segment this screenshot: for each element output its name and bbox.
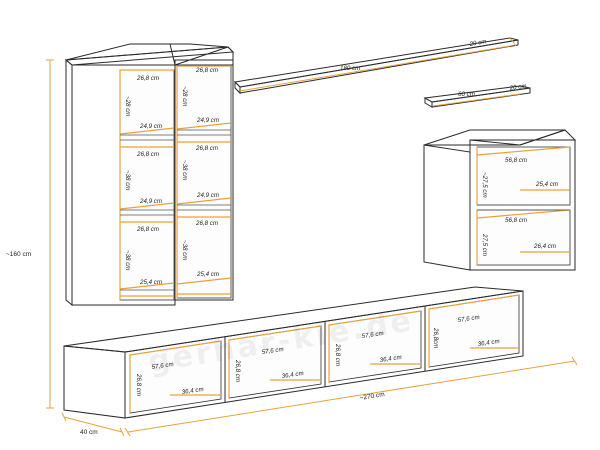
- low-depth-label: 36,4 cm: [181, 386, 204, 396]
- overall-width-label: ~270 cm: [359, 391, 385, 402]
- long-shelf-depth-label: 20 cm: [468, 38, 487, 48]
- tall-height-label: ~28 cm: [181, 86, 188, 106]
- wall-depth-label: 25,4 cm: [535, 181, 558, 188]
- low-width-label: 57,6 cm: [261, 346, 284, 356]
- depth-label: 40 cm: [80, 429, 98, 436]
- wall-depth-label: 26,4 cm: [533, 243, 556, 250]
- tall-width-label: 26,8 cm: [136, 151, 159, 158]
- tall-depth-bottom-label: 25,4 cm: [196, 271, 219, 278]
- low-width-label: 57,6 cm: [151, 361, 174, 371]
- tall-height-label: ~38 cm: [124, 250, 131, 270]
- low-width-label: 57,6 cm: [361, 330, 384, 340]
- tall-height-label: ~38 cm: [181, 240, 188, 260]
- low-height-label: 26,8 cm: [234, 359, 241, 382]
- tall-depth-bottom-label: 25,4 cm: [139, 279, 162, 286]
- tall-depth-label: 24,9 cm: [139, 198, 162, 205]
- wall-height-label: ~27,5 cm: [481, 172, 488, 198]
- long-shelf-length-label: 180 cm: [340, 65, 360, 72]
- low-height-label: 26,8 cm: [135, 373, 142, 396]
- tall-height-label: ~38 cm: [181, 160, 188, 180]
- low-depth-label: 36,4 cm: [281, 370, 304, 380]
- overall-width-dimension: [124, 356, 578, 437]
- tall-depth-label: 24,9 cm: [196, 192, 219, 199]
- tall-width-label: 26,8 cm: [195, 67, 218, 74]
- overall-height-label: ~160 cm: [6, 251, 31, 258]
- wall-cabinet: [423, 129, 577, 271]
- tall-depth-label: 24,9 cm: [139, 123, 162, 130]
- long-wall-shelf: [233, 37, 519, 95]
- overall-height-dimension: [46, 59, 54, 409]
- short-shelf-length-label: 60 cm: [458, 91, 475, 98]
- low-height-label: 26,8cm: [432, 327, 439, 348]
- tall-width-label: 26,8 cm: [195, 220, 218, 227]
- wall-width-label: 56,8 cm: [505, 217, 527, 224]
- tall-cabinet-pair: [64, 43, 235, 307]
- tall-depth-label: 24,9 cm: [196, 117, 219, 124]
- tall-height-label: ~28 cm: [124, 96, 131, 116]
- low-depth-label: 36,4 cm: [379, 354, 402, 364]
- tall-height-label: ~38 cm: [124, 170, 131, 190]
- short-wall-shelf: [423, 85, 531, 108]
- low-depth-label: 36,4 cm: [477, 338, 500, 348]
- tall-width-label: 26,8 cm: [136, 75, 159, 82]
- tall-width-label: 26,8 cm: [136, 226, 159, 233]
- wall-height-label: 27,5 cm: [481, 233, 488, 256]
- short-shelf-depth-label: 20 cm: [508, 83, 527, 92]
- low-tv-board: [63, 286, 524, 419]
- low-width-label: 57,6 cm: [457, 314, 480, 324]
- depth-dimension: [61, 412, 125, 437]
- wall-width-label: 56,8 cm: [505, 157, 527, 164]
- tall-width-label: 26,8 cm: [195, 145, 218, 152]
- low-height-label: 26,8 cm: [334, 343, 341, 366]
